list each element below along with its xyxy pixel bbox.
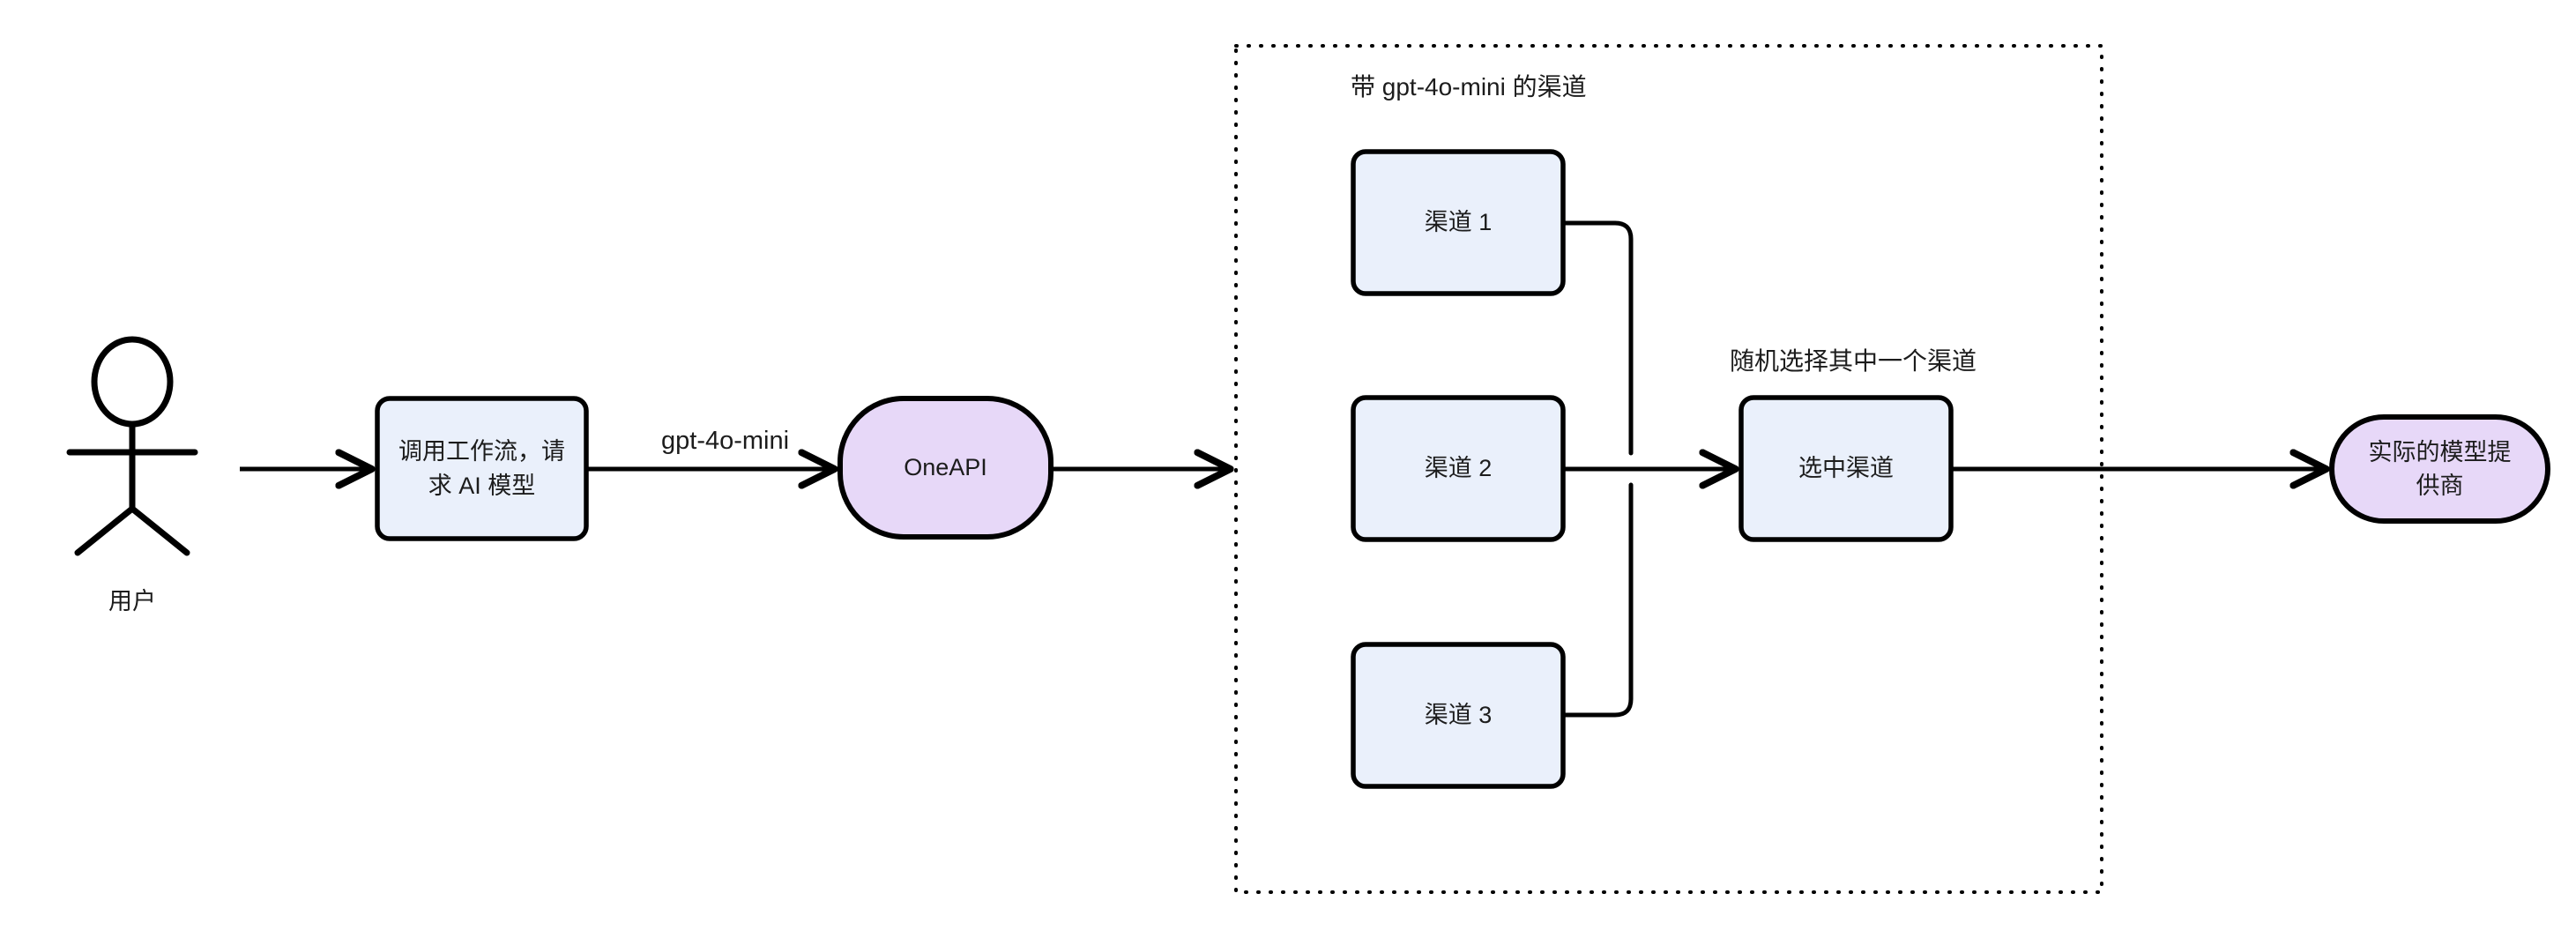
node-channel-2[interactable] [1351, 395, 1566, 542]
actor-label-user: 用户 [108, 588, 156, 614]
stick-figure-user-icon [66, 336, 198, 556]
node-oneapi[interactable] [838, 396, 1053, 540]
node-channel-1[interactable] [1351, 149, 1566, 296]
edge-channel-3-to-merge [1562, 482, 1634, 718]
channel-group-container [1234, 44, 2103, 894]
node-selected-channel[interactable] [1738, 395, 1954, 542]
channel-group-title: 带 gpt-4o-mini 的渠道 [1351, 73, 1587, 100]
node-workflow-call[interactable] [375, 396, 589, 541]
node-provider[interactable] [2329, 414, 2550, 524]
annotation-random-pick: 随机选择其中一个渠道 [1730, 347, 1977, 375]
node-channel-3[interactable] [1351, 642, 1566, 789]
edge-label-gpt-4o-mini: gpt-4o-mini [661, 427, 790, 455]
edge-channel-1-to-merge [1562, 220, 1634, 456]
